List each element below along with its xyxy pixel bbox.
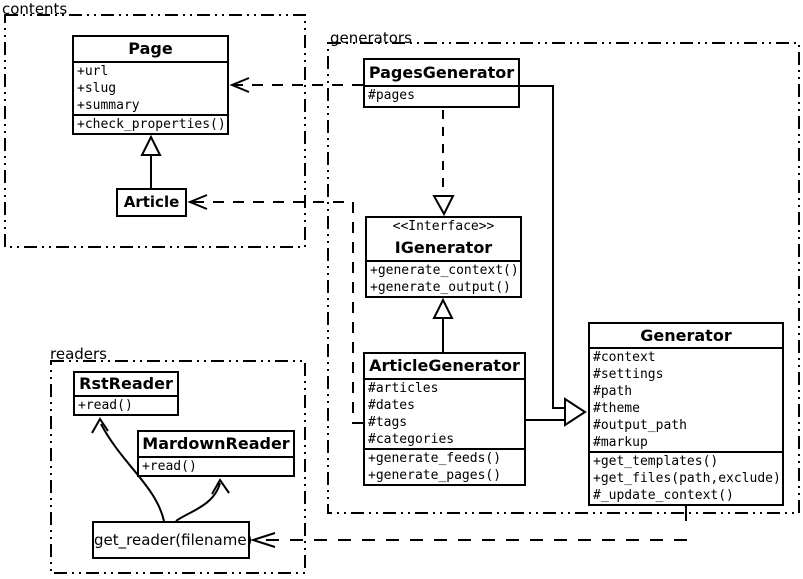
call-curve-getreader-mardownreader (175, 482, 221, 522)
stereotype-interface: <<Interface>> (392, 219, 495, 234)
method: +get_templates() (593, 454, 719, 469)
dependency-arrowhead-page (229, 77, 250, 93)
class-box-rstreader: RstReader +read() (73, 371, 179, 416)
attribute: #dates (368, 398, 415, 413)
methods-igenerator: +generate_context() +generate_output() (367, 260, 520, 296)
class-title-mardownreader: MardownReader (142, 434, 290, 453)
inheritance-triangle-generator (564, 397, 587, 427)
class-box-mardownreader: MardownReader +read() (137, 430, 295, 477)
package-border-readers (50, 360, 306, 574)
attribute: +summary (77, 98, 140, 113)
attributes-generator: #context #settings #path #theme #output_… (590, 347, 782, 451)
class-title-page: Page (128, 39, 173, 58)
attribute: #path (593, 384, 633, 399)
method: #_update_context() (593, 488, 734, 503)
class-box-igenerator: <<Interface>> IGenerator +generate_conte… (365, 216, 522, 298)
class-box-generator: Generator #context #settings #path #them… (588, 322, 784, 506)
methods-mardownreader: +read() (139, 456, 293, 475)
class-box-pagesgenerator: PagesGenerator #pages (363, 58, 520, 108)
method: +read() (142, 459, 197, 474)
inheritance-triangle-igenerator-bottom (432, 297, 454, 319)
package-label-readers: readers (50, 345, 107, 363)
attribute: #pages (368, 88, 415, 103)
call-arrowhead-rstreader (91, 417, 109, 434)
class-title-pagesgenerator: PagesGenerator (368, 63, 515, 82)
call-arrowhead-mardownreader (211, 478, 230, 495)
dependency-line-articlegenerator-article (192, 201, 363, 424)
function-box-get-reader: get_reader(filename) (92, 521, 252, 559)
method: +generate_context() (370, 263, 519, 278)
method: +generate_feeds() (368, 451, 502, 466)
attribute: #theme (593, 401, 640, 416)
class-title-generator: Generator (640, 326, 732, 345)
package-border-contents (4, 14, 306, 248)
class-box-article: Article (116, 188, 187, 217)
method: +generate_pages() (368, 468, 502, 483)
attribute: +url (77, 64, 109, 79)
dependency-arrowhead-article (187, 194, 208, 210)
class-box-articlegenerator: ArticleGenerator #articles #dates #tags … (363, 352, 526, 486)
attribute: #tags (368, 415, 408, 430)
attribute: #categories (368, 432, 455, 447)
class-title-rstreader: RstReader (79, 374, 173, 393)
attributes-page: +url +slug +summary (74, 61, 227, 114)
attribute: #context (593, 350, 656, 365)
methods-generator: +get_templates() +get_files(path,exclude… (590, 451, 782, 504)
attribute: #markup (593, 435, 648, 450)
package-label-contents: contents (2, 0, 68, 18)
class-title-igenerator: IGenerator (394, 238, 493, 257)
attribute: #articles (368, 381, 439, 396)
methods-page: +check_properties() (74, 114, 227, 133)
method: +generate_output() (370, 280, 511, 295)
methods-rstreader: +read() (75, 395, 177, 414)
class-title-article: Article (123, 193, 180, 211)
inheritance-line-pagesgenerator-generator (520, 85, 565, 409)
attribute: +slug (77, 81, 117, 96)
attribute: #settings (593, 367, 664, 382)
method: +get_files(path,exclude) (593, 471, 781, 486)
method: +read() (78, 398, 133, 413)
inheritance-triangle-article-page (140, 134, 162, 156)
attribute: #output_path (593, 418, 687, 433)
method: +check_properties() (77, 117, 226, 132)
attributes-articlegenerator: #articles #dates #tags #categories (365, 378, 524, 448)
class-header-igenerator: <<Interface>> IGenerator (367, 218, 520, 260)
package-label-generators: generators (330, 29, 412, 47)
class-box-page: Page +url +slug +summary +check_properti… (72, 35, 229, 135)
realization-triangle-igenerator-top (432, 195, 455, 217)
methods-articlegenerator: +generate_feeds() +generate_pages() (365, 448, 524, 484)
attributes-pagesgenerator: #pages (365, 85, 518, 106)
class-title-articlegenerator: ArticleGenerator (369, 356, 520, 375)
dependency-arrowhead-getreader (249, 532, 276, 548)
package-border-generators (327, 42, 800, 514)
